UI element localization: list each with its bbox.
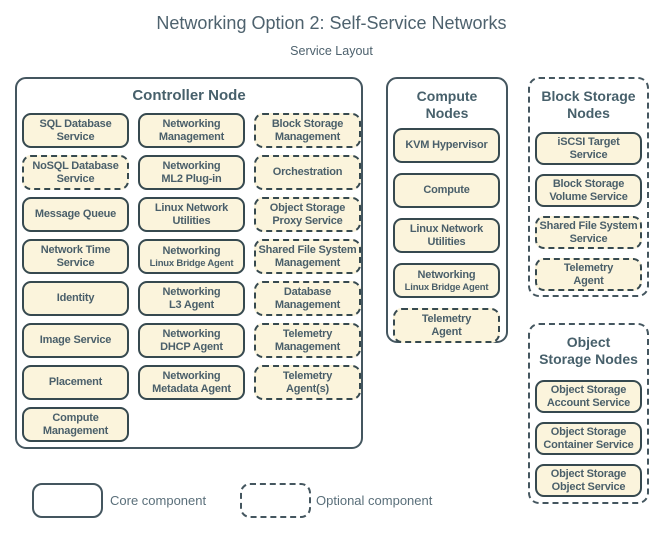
diagram-subtitle: Service Layout (290, 44, 373, 58)
component-message-queue: Message Queue (22, 197, 129, 232)
legend-optional-label: Optional component (316, 493, 433, 508)
legend-core-swatch (32, 483, 103, 518)
component-placement: Placement (22, 365, 129, 400)
legend-optional-swatch (240, 483, 311, 518)
object-storage-nodes-title: Object Storage Nodes (539, 334, 638, 367)
controller-node-title: Controller Node (132, 87, 246, 104)
component-image-service: Image Service (22, 323, 129, 358)
compute-nodes-box: Compute Nodes KVM Hypervisor Compute Lin… (386, 77, 508, 343)
component-kvm-hypervisor: KVM Hypervisor (393, 128, 500, 163)
legend-core-label: Core component (110, 493, 207, 508)
component-identity: Identity (22, 281, 129, 316)
diagram-title: Networking Option 2: Self-Service Networ… (156, 13, 507, 33)
compute-nodes-title: Compute Nodes (416, 88, 478, 121)
component-orchestration: Orchestration (254, 155, 361, 190)
component-compute: Compute (393, 173, 500, 208)
block-storage-nodes-title: Block Storage Nodes (541, 88, 636, 121)
